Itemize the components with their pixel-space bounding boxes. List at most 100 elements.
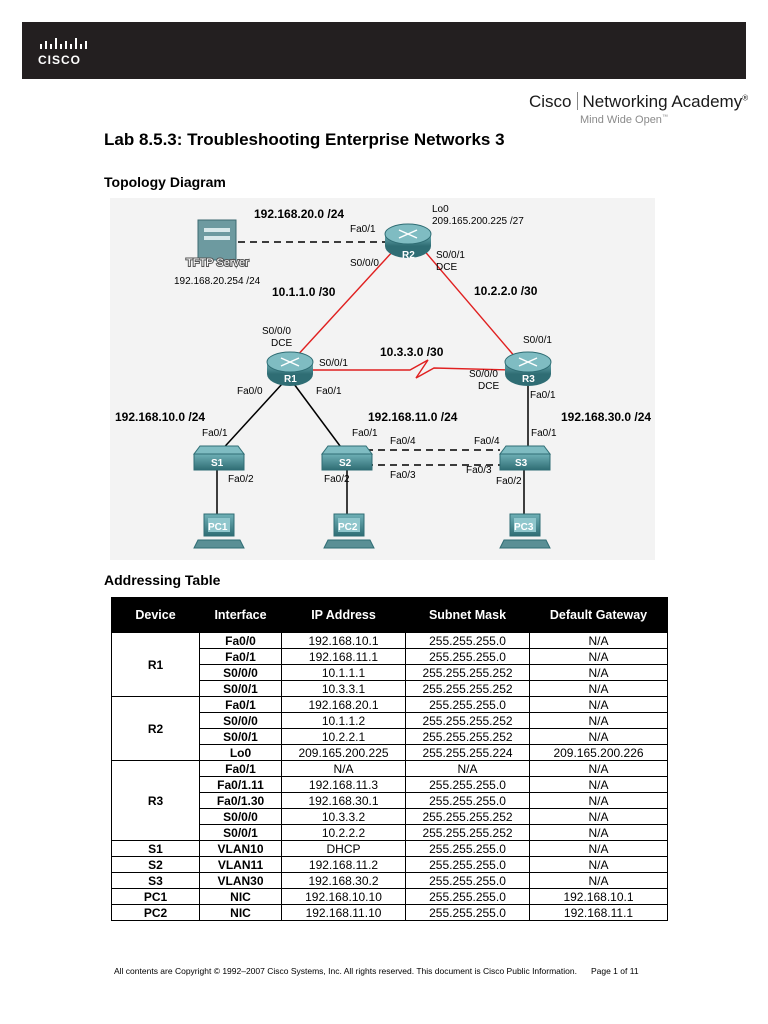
gateway-cell: N/A — [529, 824, 668, 841]
link-r1-r2 — [294, 249, 395, 359]
ip-address-cell: 209.165.200.225 — [281, 744, 406, 761]
r2-s000-label: S0/0/0 — [350, 258, 379, 269]
subnet-mask-cell: 255.255.255.0 — [405, 888, 530, 905]
header-default-gateway: Default Gateway — [529, 597, 668, 633]
footer: All contents are Copyright © 1992–2007 C… — [114, 966, 639, 976]
cisco-logo: CISCO — [38, 36, 98, 68]
interface-cell: S0/0/1 — [199, 824, 282, 841]
ip-address-cell: 192.168.11.1 — [281, 648, 406, 665]
gateway-cell: N/A — [529, 776, 668, 793]
document-title: Lab 8.5.3: Troubleshooting Enterprise Ne… — [104, 130, 505, 149]
router-r3-icon — [504, 351, 552, 386]
s2-fa01-label: Fa0/1 — [352, 428, 378, 439]
header-device: Device — [111, 597, 200, 633]
pc1-name: PC1 — [208, 522, 228, 533]
subnet-mask-cell: 255.255.255.0 — [405, 792, 530, 809]
link-r1-r3 — [302, 359, 511, 379]
gateway-cell: N/A — [529, 872, 668, 889]
device-cell: R3 — [111, 760, 200, 841]
ip-address-cell: DHCP — [281, 840, 406, 857]
r1-dce-label: DCE — [271, 338, 292, 349]
ip-address-cell: 192.168.11.10 — [281, 904, 406, 921]
r1-fa01-label: Fa0/1 — [316, 386, 342, 397]
ip-address-cell: 192.168.10.1 — [281, 632, 406, 649]
interface-cell: Fa0/1.30 — [199, 792, 282, 809]
subnet-mask-cell: 255.255.255.0 — [405, 776, 530, 793]
ip-address-cell: 10.1.1.1 — [281, 664, 406, 681]
switch-s1-icon — [193, 445, 245, 471]
link-r2-r3 — [421, 247, 517, 359]
r3-s001-label: S0/0/1 — [523, 335, 552, 346]
gateway-cell: N/A — [529, 856, 668, 873]
header-interface: Interface — [199, 597, 282, 633]
gateway-cell: N/A — [529, 760, 668, 777]
subnet-mask-cell: 255.255.255.252 — [405, 680, 530, 697]
subnet-mask-cell: 255.255.255.0 — [405, 904, 530, 921]
gateway-cell: N/A — [529, 680, 668, 697]
s2-fa04-label: Fa0/4 — [390, 436, 416, 447]
interface-cell: S0/0/0 — [199, 808, 282, 825]
r1-s001-label: S0/0/1 — [319, 358, 348, 369]
subnet-mask-cell: 255.255.255.252 — [405, 824, 530, 841]
academy-brand: Cisco — [529, 92, 572, 111]
pc3-icon — [499, 513, 551, 549]
pc2-name: PC2 — [338, 522, 358, 533]
topology-diagram: TFTP Server 192.168.20.254 /24 R2 R1 R3 — [110, 198, 655, 560]
table-header-row: Device Interface IP Address Subnet Mask … — [111, 597, 668, 633]
s3-fa01-label: Fa0/1 — [531, 428, 557, 439]
interface-cell: S0/0/0 — [199, 712, 282, 729]
s1-fa02-label: Fa0/2 — [228, 474, 254, 485]
switch-s3-icon — [499, 445, 551, 471]
net-tftp-label: 192.168.20.0 /24 — [254, 207, 344, 221]
subnet-mask-cell: 255.255.255.0 — [405, 840, 530, 857]
s2-fa03-label: Fa0/3 — [390, 470, 416, 481]
interface-cell: Lo0 — [199, 744, 282, 761]
router-r2-name: R2 — [402, 250, 415, 261]
device-cell: S1 — [111, 840, 200, 857]
interface-cell: Fa0/1 — [199, 760, 282, 777]
subnet-mask-cell: 255.255.255.252 — [405, 728, 530, 745]
link-r1-s2 — [293, 383, 347, 455]
interface-cell: Fa0/1 — [199, 648, 282, 665]
ip-address-cell: 10.3.3.1 — [281, 680, 406, 697]
gateway-cell: N/A — [529, 728, 668, 745]
copyright-text: All contents are Copyright © 1992–2007 C… — [114, 966, 577, 976]
s3-fa04-label: Fa0/4 — [474, 436, 500, 447]
r2-lo0-ip-label: 209.165.200.225 /27 — [432, 216, 524, 227]
interface-cell: VLAN10 — [199, 840, 282, 857]
gateway-cell: N/A — [529, 712, 668, 729]
interface-cell: Fa0/1.11 — [199, 776, 282, 793]
ip-address-cell: 192.168.30.2 — [281, 872, 406, 889]
pc1-icon — [193, 513, 245, 549]
interface-cell: S0/0/1 — [199, 680, 282, 697]
s2-fa02-label: Fa0/2 — [324, 474, 350, 485]
device-cell: S2 — [111, 856, 200, 873]
subnet-mask-cell: 255.255.255.0 — [405, 696, 530, 713]
pc2-icon — [323, 513, 375, 549]
r2-lo0-label: Lo0 — [432, 204, 449, 215]
interface-cell: Fa0/0 — [199, 632, 282, 649]
r1-fa00-label: Fa0/0 — [237, 386, 263, 397]
tftp-server-label: TFTP Server — [186, 257, 249, 269]
topology-heading: Topology Diagram — [104, 174, 226, 190]
r3-dce-label: DCE — [478, 381, 499, 392]
interface-cell: S0/0/0 — [199, 664, 282, 681]
cisco-wordmark: CISCO — [38, 53, 82, 67]
subnet-mask-cell: 255.255.255.0 — [405, 648, 530, 665]
device-cell: PC1 — [111, 888, 200, 905]
gateway-cell: N/A — [529, 648, 668, 665]
router-r3-name: R3 — [522, 374, 535, 385]
cisco-bridge-icon — [40, 38, 87, 49]
academy-name: Networking Academy — [582, 92, 743, 111]
s1-fa01-label: Fa0/1 — [202, 428, 228, 439]
ip-address-cell: 192.168.10.10 — [281, 888, 406, 905]
